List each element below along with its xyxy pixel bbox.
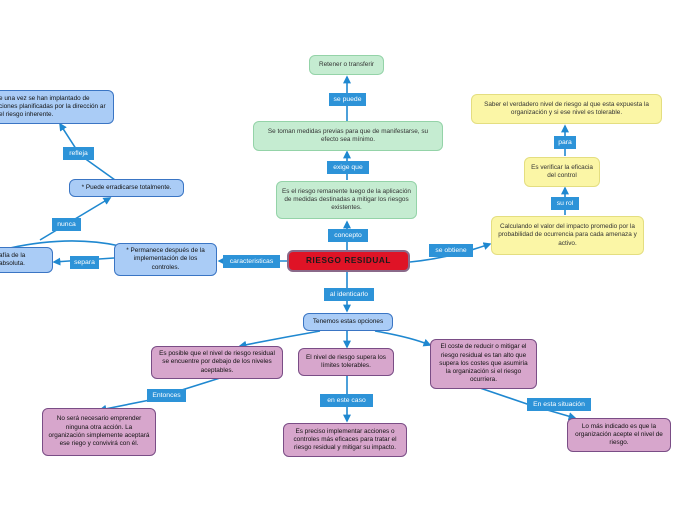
label-para: para bbox=[554, 136, 576, 149]
label-separa: separa bbox=[70, 256, 99, 269]
node-permanece[interactable]: * Permanece después de la implementación… bbox=[114, 243, 217, 276]
main-topic[interactable]: RIESGO RESIDUAL bbox=[287, 250, 410, 272]
label-entonces: Entonces bbox=[147, 389, 186, 402]
node-coste[interactable]: El coste de reducir o mitigar el riesgo … bbox=[430, 339, 537, 389]
node-supera[interactable]: El nivel de riesgo supera los límites to… bbox=[298, 348, 394, 376]
label-su-rol: su rol bbox=[551, 197, 579, 210]
label-refleja: refleja bbox=[63, 147, 94, 160]
node-indicado[interactable]: Lo más indicado es que la organización a… bbox=[567, 418, 671, 452]
node-se-toman[interactable]: Se toman medidas previas para que de man… bbox=[253, 121, 443, 151]
label-en-esta-situacion: En esta situación bbox=[527, 398, 591, 411]
connector bbox=[238, 330, 321, 349]
label-se-obtiene: se obtiene bbox=[429, 244, 473, 257]
node-posible[interactable]: Es posible que el nivel de riesgo residu… bbox=[151, 346, 283, 379]
label-caracteristicas: caracteristicas bbox=[223, 255, 280, 268]
node-absoluta[interactable]: afía de la absoluta. bbox=[0, 247, 53, 273]
label-nunca: nunca bbox=[52, 218, 81, 231]
node-erradicarse[interactable]: * Puede erradicarse totalmente. bbox=[69, 179, 184, 197]
connector bbox=[374, 330, 432, 347]
node-una-vez[interactable]: e una vez se han implantado de ciones pl… bbox=[0, 90, 114, 124]
node-retener[interactable]: Retener o transferir bbox=[309, 55, 384, 75]
node-saber[interactable]: Saber el verdadero nivel de riesgo al qu… bbox=[471, 94, 662, 124]
node-no-sera[interactable]: No será necesario emprender ninguna otra… bbox=[42, 408, 156, 456]
label-al-identicarlo: al identicarlo bbox=[324, 288, 374, 301]
connector bbox=[9, 240, 121, 249]
label-concepto: concepto bbox=[328, 229, 368, 242]
node-verificar[interactable]: Es verificar la eficacia del control bbox=[524, 157, 600, 187]
node-calculando[interactable]: Calculando el valor del impacto promedio… bbox=[491, 216, 644, 255]
label-exige-que: exige que bbox=[327, 161, 369, 174]
label-en-este-caso: en este caso bbox=[320, 394, 373, 407]
node-riesgo-remanente[interactable]: Es el riesgo remanente luego de la aplic… bbox=[276, 181, 417, 219]
label-se-puede: se puede bbox=[329, 93, 366, 106]
node-opciones[interactable]: Tenemos estas opciones bbox=[303, 313, 393, 331]
node-preciso[interactable]: Es preciso implementar acciones o contro… bbox=[283, 423, 407, 457]
